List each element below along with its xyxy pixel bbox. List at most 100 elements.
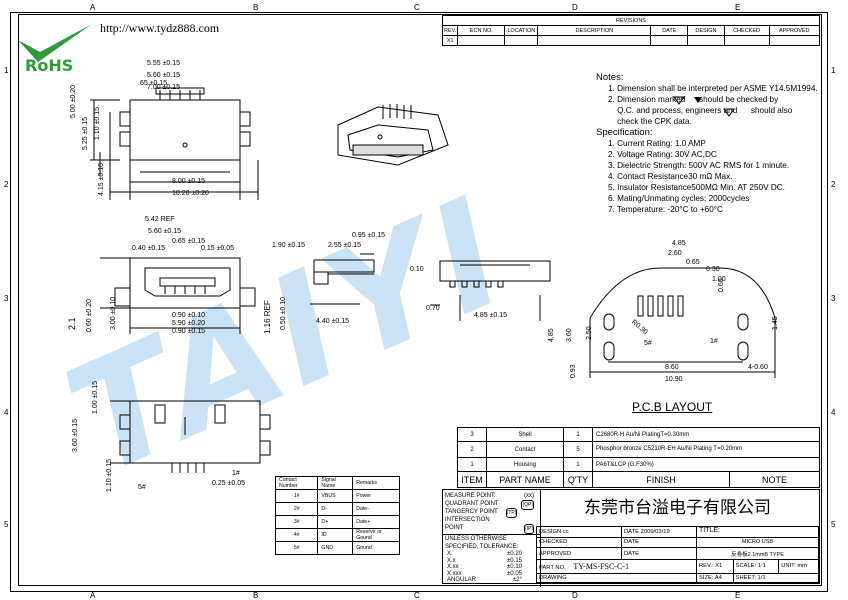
pin-num: 1# [274,489,319,503]
bom-qty: 5 [563,441,593,458]
note-4: check the CPK data. [608,117,692,126]
pin-num: 3# [274,515,319,529]
tol-label: X.xxx [447,570,462,577]
pin-header-remarks: Remarks [352,476,400,490]
dim-side-010: 0.10 [410,266,424,273]
company-name: 东莞市台溢电子有限公司 [536,490,819,527]
dim-bottom-110: 1.10 ±0.15 [106,458,113,492]
dim-top-525: 5.25 ±0.15 [82,116,89,150]
pcb-dim-485: 4.85 [672,240,686,247]
zone-row-2-right: 2 [831,180,836,189]
part-no-value: TY-MS-FSC-C-1 [573,561,629,571]
bom-finish: Phosphor bronze C5210R-EH Au/Ni Plating … [592,441,820,458]
spec-2: 2. Voltage Rating: 30V AC,DC [608,150,717,159]
dim-front-560: 5.60 ±0.15 [148,228,182,235]
checked-value [723,35,770,46]
iso-view-drawing [337,104,449,166]
dim-front-090: 0.90 ±0.10 [172,312,206,319]
tol-value: ±0.20 [507,551,522,557]
zone-row-4-right: 4 [831,408,836,417]
pin-num: 5# [274,541,319,555]
pcb-layout-drawing [589,267,776,378]
bom-part: Contact [486,441,564,458]
note-3: Q.C. and process, engineers and should a… [608,106,793,115]
dim-front-116: 1.16 REF [263,300,272,334]
bom-finish: C2680R-H Au/Ni PlatingT=0.30mm [592,427,820,442]
title-line-2: 反卷板2.1mmB TYPE [696,547,819,561]
rohs-logo: RoHS [10,18,100,83]
pin-signal: VBUS [317,489,354,503]
tol-label: ANGULAR [447,577,477,583]
dim-top-1020: 10.20 ±0.20 [172,190,209,197]
zone-col-d: D [572,3,578,12]
dim-top-500: 5.00 ±0.20 [70,84,77,118]
pcb-dim-4-060: 4-0.60 [748,364,768,371]
pcb-dim-260: 2.60 [668,250,682,257]
rear-view-drawing [430,260,551,321]
checked-header: CHECKED [723,25,770,36]
note-1: 1. Dimension shall be interpreted per AS… [608,84,818,93]
measure-point: MEASURE POINT: [445,493,496,499]
zone-row-2: 2 [4,180,9,189]
dim-front-050: 0.50 ±0.10 [280,296,287,330]
specified-tolerance: SPECIFIED, TOLERANCE: [445,544,519,550]
dim-front-060: 0.60 ±0.20 [86,298,93,332]
bom-header: ITEM PART NAME Q'TY FINISH NOTE [457,471,820,488]
website-url[interactable]: http://www.tydz888.com [100,21,220,35]
bom-qty: 1 [563,457,593,472]
bom-header-finish: FINISH [592,471,730,488]
dim-rear-485: 4.85 ±0.15 [474,312,508,319]
pcb-layout-title: P.C.B LAYOUT [632,400,713,414]
bom-row: 1 Housing 1 PA6T&LCP (G.F30%) [457,457,820,472]
bom-header-part: PART NAME [486,471,564,488]
scale-value: 1:1 [757,563,766,570]
checked-label: CHECKED [536,536,622,549]
zone-col-e: E [735,3,741,12]
notes-block: Notes: 1. Dimension shall be interpreted… [596,72,818,215]
title-block: MEASURE POINT: (xx) QUADRANT POINT (QP) … [442,489,820,587]
quadrant-point-sym: (QP) [521,500,534,510]
pin-remark: Date+ [352,515,400,529]
rev-value: X1 [715,563,723,570]
date-label: DATE [624,528,640,535]
pcb-dim-100: 1.00 [712,276,726,283]
bom-row: 2 Contact 5 Phosphor bronze C5210R-EH Au… [457,441,820,458]
pin-signal: D- [317,502,354,516]
inner-frame [18,14,822,586]
zone-col-a: A [90,3,96,12]
pcb-dim-1090: 10.90 [665,376,683,383]
title-line-1: MICRO USB [741,538,774,545]
measure-block: MEASURE POINT: (xx) QUADRANT POINT (QP) … [443,490,541,587]
date-header: DATE [650,25,689,36]
design-label: DESIGN [539,528,562,535]
notes-heading: Notes: [596,72,624,83]
pin-remark: Gound [352,541,400,555]
pcb-dim-250: 2.50 [586,326,593,340]
bom-row: 3 Shell 1 C2680R-H Au/Ni PlatingT=0.30mm [457,427,820,442]
approved-header: APPROVED [768,25,821,36]
dim-side-440: 4.40 ±0.15 [316,318,350,325]
pcb-dim-485v: 4.85 [548,328,555,342]
bom-finish: PA6T&LCP (G.F30%) [592,457,820,472]
zone-col-e-bottom: E [735,591,741,600]
pin-table: Contact Number Signal Name Remarks 1#VBU… [274,476,400,555]
scale-label: SCALE: [735,563,757,570]
spec-5: 5. Insulator Resistance500MΩ Min. AT 250… [608,183,785,192]
spec-3: 3. Dielectric Strength: 500V AC RMS for … [608,161,790,170]
spec-heading: Specification: [596,127,653,138]
dim-top-110: 1.10 ±0.15 [94,106,101,140]
rohs-text: RoHS [25,56,74,75]
bom-table: 3 Shell 1 C2680R-H Au/Ni PlatingT=0.30mm… [457,427,820,488]
rev-header: REV. [441,25,459,36]
dim-top-800: 8.00 ±0.15 [172,178,206,185]
dim-front-015: 0.15 ±0.05 [201,245,235,252]
approved-value [768,35,821,46]
intersection-point: INTERSECTION POINT [445,517,490,531]
pin-signal: ID [317,528,354,542]
pin-signal: D+ [317,515,354,529]
rev-label: REV.: [699,563,714,570]
unless-otherwise: UNLESS OTHERWISE [443,534,540,543]
table-row: 2#D-Date- [274,502,400,516]
pin-remark: Date- [352,502,400,516]
spec-6: 6. Mating/Unmating cycles: 2000cycles [608,194,750,203]
